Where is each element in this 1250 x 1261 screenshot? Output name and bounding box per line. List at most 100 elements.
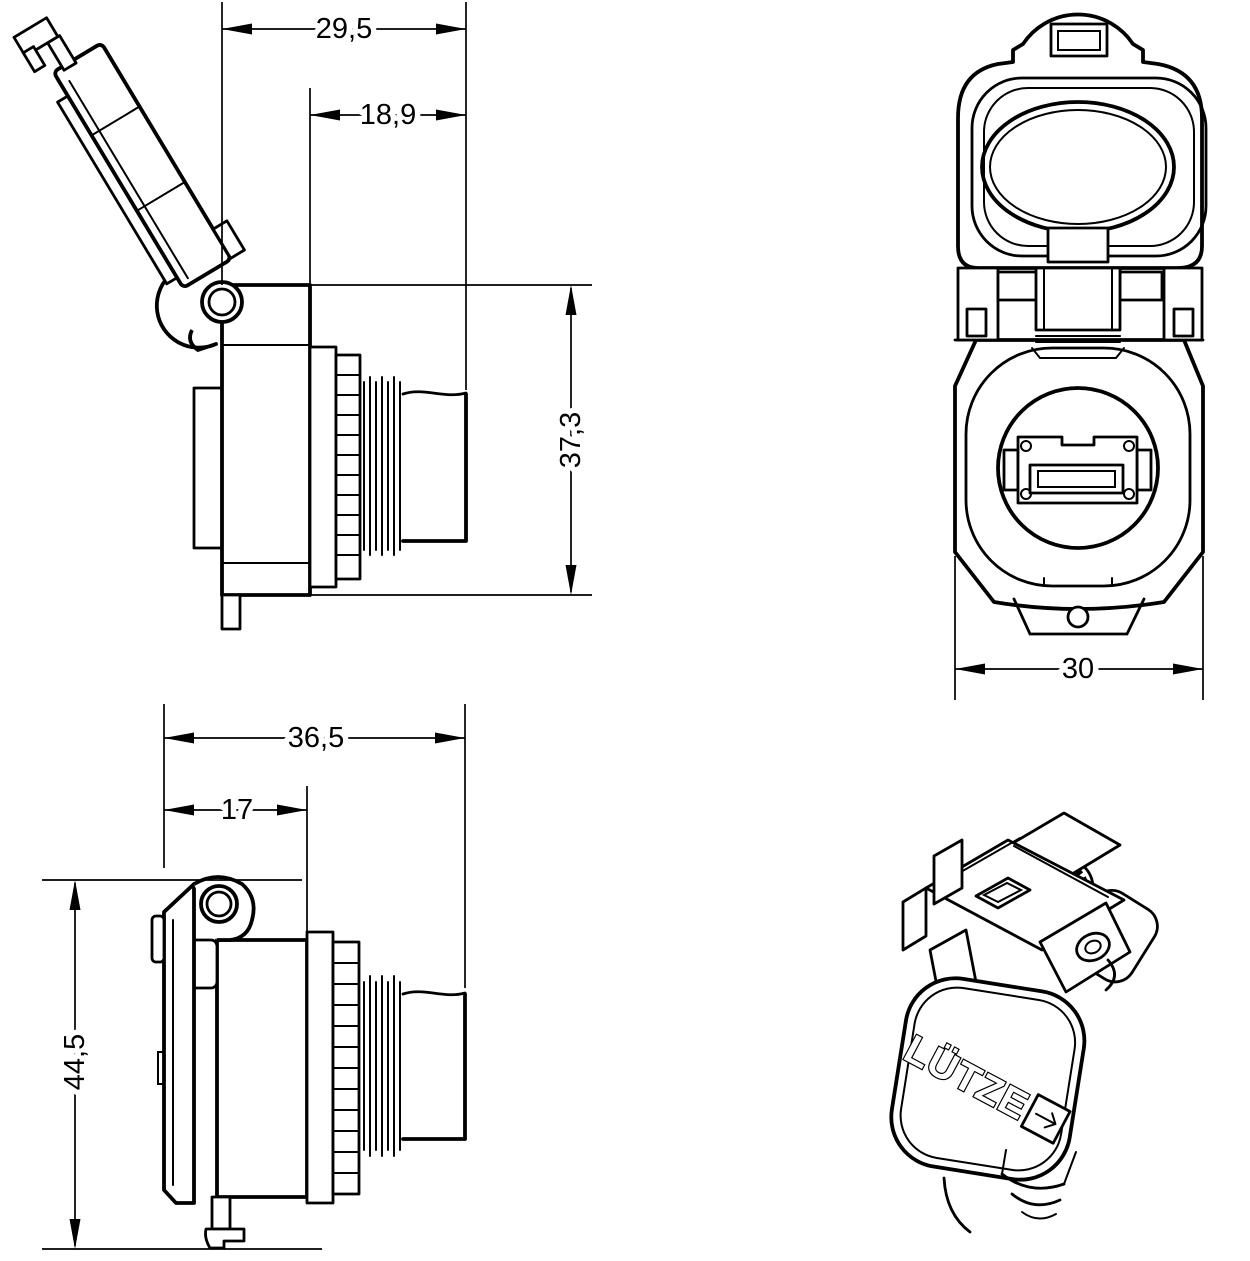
mounting-tab [1012,597,1146,636]
ring-bottom-flat [1043,577,1113,587]
connector-body-closed [150,875,467,1250]
latch-window [1049,22,1109,58]
cap-front [956,12,1208,270]
arrow-up-icon [565,285,577,315]
arrow-right-icon [1173,663,1203,675]
dim-label: 30 [1062,653,1094,685]
front-cylinder [401,392,468,543]
arrow-down-icon [69,1219,81,1249]
bracket-slot-right [1172,307,1195,338]
stub-arc [1010,1192,1062,1207]
hinge-assembly [12,16,246,352]
dim-label: 36,5 [288,722,344,754]
hinge-band-front [953,266,1205,343]
cap-side-tick [157,1051,165,1085]
ring-top-flat [1031,347,1125,359]
cylinder-top-edge [401,390,468,397]
hinge-tab-left [996,270,1040,302]
foot-stem [210,1195,232,1231]
center-window [974,876,1032,910]
arrow-left-icon [164,804,194,816]
pin-ring-inner [1084,939,1102,955]
dim-label: 37,3 [555,412,587,468]
cylinder-top-edge [401,990,467,997]
connector-body-side [192,283,468,631]
cap-open [12,16,246,289]
dim-label: 44,5 [59,1034,91,1090]
cap-shell [53,43,232,289]
dim-label: 17 [221,794,253,826]
arrow-right-icon [436,109,466,121]
stub-left-edge [942,1176,972,1234]
usb-tongue [1028,463,1125,495]
view-side-open: 29,5 18,9 37,3 [12,2,593,631]
body-front [953,338,1205,636]
dim-side-open-height: 37,3 [310,284,593,596]
cap-latch-tab [150,914,166,964]
dim-side-open-front-width: 18,9 [309,88,466,340]
housing-block [220,283,312,597]
pin-ring [1075,931,1111,963]
center-window-inner [981,881,1024,904]
dim-side-open-total-width: 29,5 [221,2,467,390]
ratchet-teeth-lines [332,962,360,1174]
cap-latch-block [1046,226,1110,264]
latch-hook-head [12,16,60,58]
view-side-closed: 36,5 17 44,5 [42,704,467,1250]
block-bottom-lines [1035,335,1121,343]
usb-side-bracket [1135,448,1153,492]
mounting-hole [1066,605,1090,629]
block-inner-lines [1043,267,1113,331]
usb-clip [1123,488,1135,500]
cap-closed [162,882,196,1205]
arrow-left-icon [310,109,340,121]
front-cylinder [401,992,467,1141]
rear-plate [192,386,224,550]
usb-tongue-inner [1037,470,1116,488]
foot-hook [204,1227,246,1250]
latch-nub [1057,13,1101,19]
view-front: 30 [953,12,1208,700]
clamp-hook [1104,958,1116,992]
arrow-down-icon [565,565,577,595]
clamp-assembly [901,811,1132,1004]
usb-clip [1123,440,1135,452]
hinge-pin-inner [207,287,237,317]
dim-side-closed-total-depth: 36,5 [163,704,466,988]
stub-arc [1021,1211,1057,1220]
arrow-right-icon [277,804,307,816]
arrow-left-icon [955,663,985,675]
bracket-slot-left [965,307,988,338]
cap-face-3d: LÜTZE [889,976,1087,1182]
cap-seal-oval-inner [989,109,1167,225]
usb-side-bracket [1002,448,1020,492]
left-ear [901,886,928,952]
latch-hook-tip [21,45,47,74]
dim-side-closed-total-height: 44,5 [42,879,322,1250]
bottom-foot [220,593,242,631]
left-riser [932,838,964,906]
housing-block [215,938,309,1199]
flag-arrow-icon [1035,1112,1057,1129]
usb-a-port-icon [1002,435,1153,505]
view-perspective: LÜTZE [889,811,1159,1234]
thread-lines [363,975,401,1157]
locknut-ratchet [334,353,362,581]
stub-arc [1000,1172,1066,1190]
arrow-up-icon [69,880,81,910]
thread-lines [363,376,401,556]
stub-side-lines [1001,1149,1077,1185]
usb-clip [1020,440,1032,452]
housing-lines [221,344,311,564]
hinge-pin-inner [205,890,233,918]
cap-face-inner-line [899,986,1077,1172]
flange-ring [308,345,338,589]
arrow-right-icon [436,23,466,35]
dim-side-closed-body-depth: 17 [164,786,308,934]
dim-label: 18,9 [360,99,416,131]
cap-rib-lines [90,105,186,212]
bottom-thread-stub [942,1149,1077,1234]
arrow-left-icon [222,23,252,35]
hinge-center-block [1034,266,1122,332]
